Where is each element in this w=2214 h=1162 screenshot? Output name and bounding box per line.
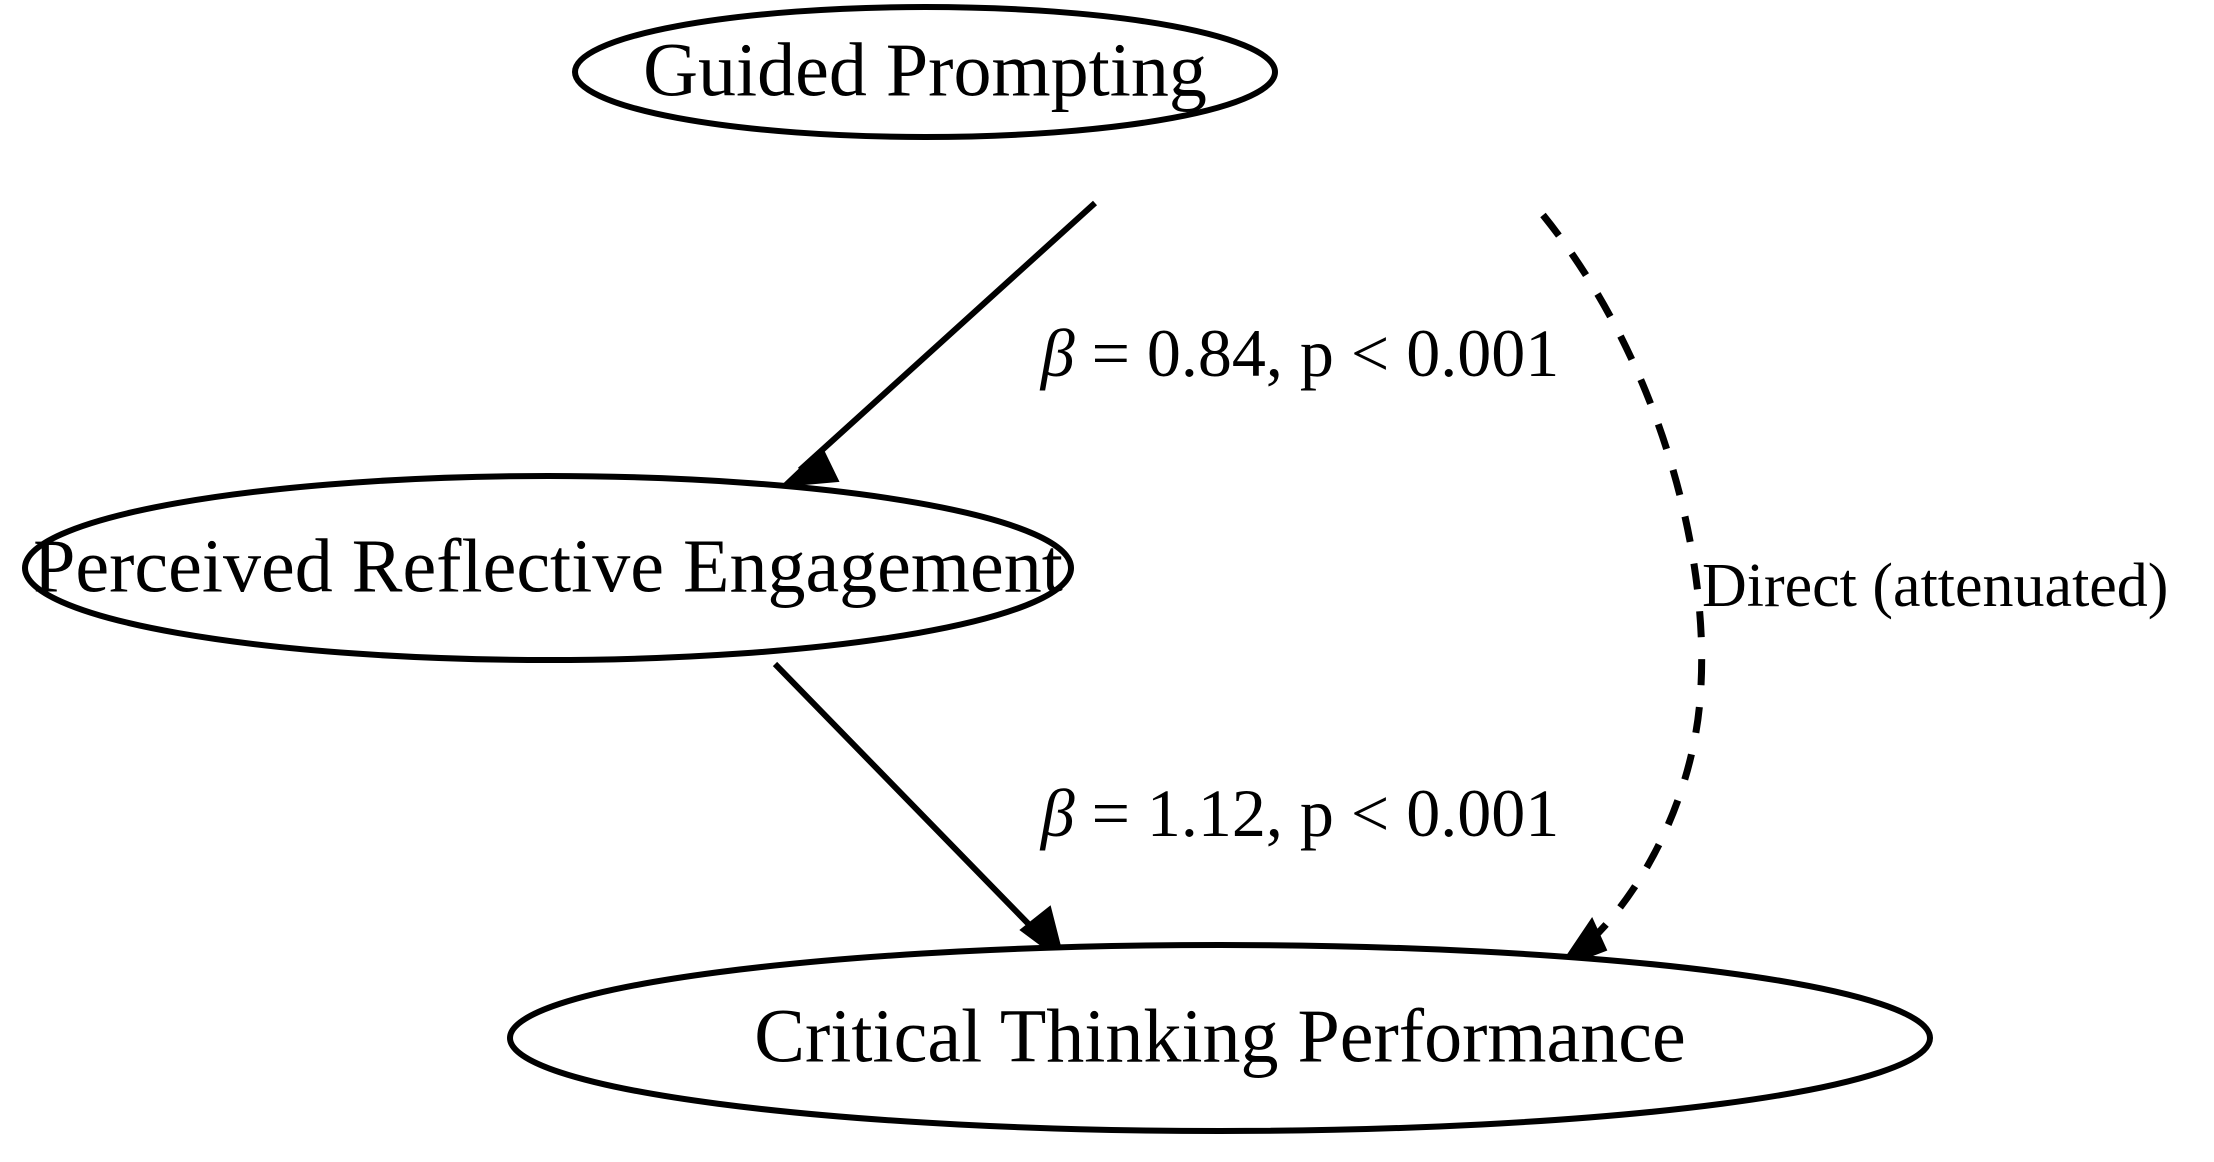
node-label-guided-prompting: Guided Prompting [643,28,1207,112]
edge-label-beta-guided-to-engagement: β = 0.84, p < 0.001 [1039,315,1560,391]
edge-guided-prompting-to-perceived-reflective-engagement[interactable] [779,200,1098,488]
node-label-perceived-reflective-engagement: Perceived Reflective Engagement [33,524,1063,608]
node-perceived-reflective-engagement[interactable]: Perceived Reflective Engagement [22,473,1074,663]
node-critical-thinking-performance[interactable]: Critical Thinking Performance [507,942,1933,1134]
edge-label-beta-symbol-2: β [1039,775,1075,851]
node-ellipse-guided-prompting [572,4,1278,140]
edge-guided-prompting-to-critical-thinking-performance-direct[interactable] [1540,212,1706,971]
edge-path-dashed-direct [1540,212,1706,955]
edge-label-beta-engagement-to-performance: β = 1.12, p < 0.001 [1039,775,1560,851]
edge-label-beta-rest-2: = 1.12, p < 0.001 [1075,775,1560,851]
edge-line-solid-gp-pre [797,200,1098,473]
edge-label-beta-symbol-1: β [1039,315,1075,391]
node-label-critical-thinking-performance: Critical Thinking Performance [754,994,1685,1078]
edge-perceived-reflective-engagement-to-critical-thinking-performance[interactable] [772,661,1066,965]
node-ellipse-critical-thinking-performance [507,942,1933,1134]
node-guided-prompting[interactable]: Guided Prompting [572,4,1278,140]
edge-label-direct-attenuated: Direct (attenuated) [1702,552,2168,620]
node-ellipse-perceived-reflective-engagement [22,473,1074,663]
edge-label-beta-rest-1: = 0.84, p < 0.001 [1075,315,1560,391]
arrowhead-icon-gp-pre [779,446,840,488]
edge-line-solid-pre-ctp [772,661,1051,947]
